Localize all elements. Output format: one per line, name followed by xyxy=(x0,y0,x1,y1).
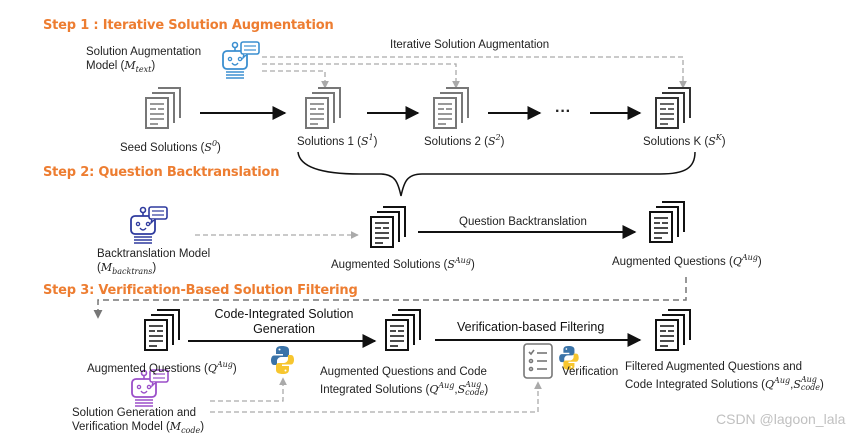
solutions-1-label: Solutions 1 (S1) xyxy=(297,133,378,148)
code-model-label: Solution Generation and Verification Mod… xyxy=(72,406,204,438)
checklist-icon xyxy=(523,343,553,379)
step3-title: Step 3: Verification-Based Solution Filt… xyxy=(43,283,358,298)
final-label-line1: Filtered Augmented Questions and xyxy=(625,361,803,373)
solutions-k-label: Solutions K (SK) xyxy=(643,133,726,148)
curly-brace xyxy=(297,151,696,197)
sol2-sup: 2 xyxy=(495,133,501,142)
docs-icon-augmented-solutions xyxy=(370,206,406,248)
final-sym-q: Q xyxy=(765,378,775,391)
robot-icon-solution-augmentation xyxy=(222,41,260,79)
filtered-label: Filtered Augmented Questions and Code In… xyxy=(625,360,824,392)
mid-label-prefix: Integrated Solutions ( xyxy=(320,384,430,396)
aug-sol-sup: Aug xyxy=(454,256,471,265)
docs-icon-solutions-2 xyxy=(433,87,469,129)
model-label-line2: Model (Mtext) xyxy=(86,59,156,74)
seed-sym: S xyxy=(204,141,212,154)
dashed-loop-to-step3 xyxy=(93,277,687,319)
code-model-line1: Solution Generation and xyxy=(72,407,197,419)
python-icon-generation xyxy=(271,346,294,374)
aug-q-label-text: Augmented Questions ( xyxy=(612,256,733,268)
seed-sup: 0 xyxy=(211,139,218,148)
backtrans-subscript: backtrans xyxy=(112,267,153,276)
docs-icon-augmented-questions xyxy=(649,201,685,243)
model-label-prefix: Model ( xyxy=(86,60,125,72)
final-s-sub: code xyxy=(800,383,821,392)
robot-icon-backtranslation xyxy=(130,206,168,244)
s3-aug-q-sym: Q xyxy=(207,362,217,375)
dashed-model-lines xyxy=(262,56,687,89)
verification-label: Verification xyxy=(562,366,619,378)
seed-solutions-label: Seed Solutions (S0) xyxy=(120,139,221,154)
sol2-sym: S xyxy=(487,135,496,148)
docs-icon-seed xyxy=(145,87,181,129)
mid-s-sub: code xyxy=(465,388,485,397)
final-sup-aug: Aug xyxy=(774,376,791,385)
docs-icon-step3-aug-questions xyxy=(144,309,180,351)
backtrans-symbol: M xyxy=(100,261,113,274)
verification-filtering-label: Verification-based Filtering xyxy=(457,320,605,334)
aug-q-sup: Aug xyxy=(741,253,758,262)
model-symbol: M xyxy=(124,59,136,72)
backtranslation-model-label: Backtranslation Model (Mbacktrans) xyxy=(97,247,210,279)
backtrans-label-line2: (Mbacktrans) xyxy=(97,261,157,276)
mid-sym-s: S xyxy=(457,383,466,396)
aug-sol-label-text: Augmented Solutions ( xyxy=(331,259,448,271)
backtrans-label-line1: Backtranslation Model xyxy=(97,248,211,260)
sol1-sym: S xyxy=(360,135,369,148)
mid-sup-aug: Aug xyxy=(438,381,455,390)
aug-sol-sym: S xyxy=(447,258,455,271)
s3-aug-q-label-text: Augmented Questions ( xyxy=(87,363,208,375)
augmented-questions-label: Augmented Questions (QAug) xyxy=(612,253,762,268)
sol2-label-text: Solutions 2 ( xyxy=(424,136,488,148)
watermark: CSDN @lagoon_lala xyxy=(716,411,846,427)
solutions-2-label: Solutions 2 (S2) xyxy=(424,133,505,148)
final-sym-s: S xyxy=(793,378,801,391)
code-gen-line2: Generation xyxy=(253,322,315,336)
s3-aug-q-sup: Aug xyxy=(216,360,233,369)
solution-augmentation-model-label: Solution Augmentation Model (Mtext) xyxy=(86,45,201,77)
docs-icon-code-integrated xyxy=(385,309,421,351)
model-label-line1: Solution Augmentation xyxy=(86,46,202,58)
aug-q-sym: Q xyxy=(732,255,742,268)
seed-label-text: Seed Solutions ( xyxy=(120,142,205,154)
code-model-line2: Verification Model (Mcode) xyxy=(72,420,205,435)
code-model-symbol: M xyxy=(169,420,182,433)
docs-icon-solutions-1 xyxy=(305,87,341,129)
code-integrated-solutions-label: Augmented Questions and Code Integrated … xyxy=(320,365,488,397)
model-subscript: text xyxy=(135,65,152,74)
step2-title: Step 2: Question Backtranslation xyxy=(43,165,280,180)
code-model-prefix: Verification Model ( xyxy=(72,421,170,433)
question-backtranslation-label: Question Backtranslation xyxy=(459,216,587,228)
code-gen-line1: Code-Integrated Solution xyxy=(214,307,354,321)
final-s-sup: Aug xyxy=(800,375,817,384)
code-model-subscript: code xyxy=(181,426,201,435)
dashed-code-model-lines xyxy=(210,377,542,413)
ellipsis: ··· xyxy=(555,103,571,120)
docs-icon-filtered xyxy=(655,309,691,351)
code-generation-label: Code-Integrated Solution Generation xyxy=(200,307,368,337)
sol1-sup: 1 xyxy=(368,133,374,142)
augmented-solutions-label: Augmented Solutions (SAug) xyxy=(331,256,475,271)
sol1-label-text: Solutions 1 ( xyxy=(297,136,361,148)
mid-label-line1: Augmented Questions and Code xyxy=(320,366,487,378)
step3-augmented-questions-label: Augmented Questions (QAug) xyxy=(87,360,237,375)
iterative-augmentation-label: Iterative Solution Augmentation xyxy=(390,39,550,51)
mid-sym-q: Q xyxy=(429,383,439,396)
solk-sym: S xyxy=(708,135,716,148)
solk-label-text: Solutions K ( xyxy=(643,136,709,148)
step1-title: Step 1 : Iterative Solution Augmentation xyxy=(43,18,334,33)
mid-s-sup: Aug xyxy=(465,380,482,389)
docs-icon-solutions-k xyxy=(655,87,691,129)
solk-sup: K xyxy=(715,133,722,142)
final-label-prefix: Code Integrated Solutions ( xyxy=(625,379,766,391)
